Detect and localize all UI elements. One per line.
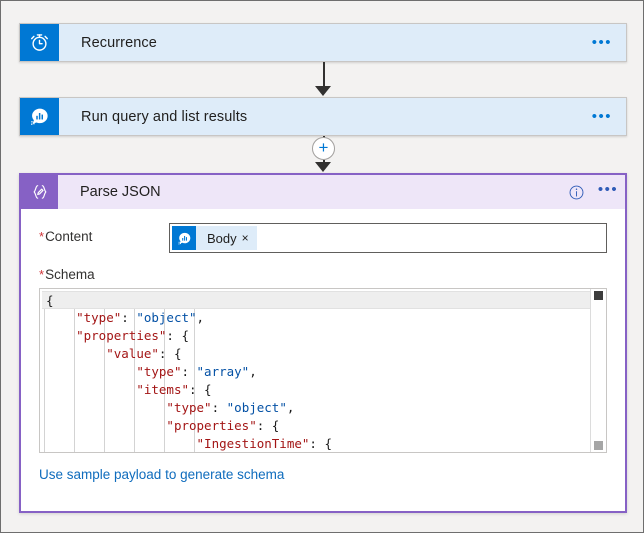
code-token: : { <box>158 346 182 361</box>
content-field-row: *Content <box>21 209 625 253</box>
code-token: , <box>196 310 205 325</box>
schema-code-editor[interactable]: { "type": "object", "properties": { "val… <box>39 288 607 453</box>
azure-monitor-logs-icon <box>20 98 59 135</box>
code-token: , <box>286 400 295 415</box>
code-token: "type" <box>76 310 122 325</box>
code-line: "IngestionTime": { <box>42 435 590 452</box>
code-line: "type": "array", <box>42 363 590 381</box>
code-token: "items" <box>136 382 189 397</box>
content-label-text: Content <box>45 229 93 244</box>
indent-guide <box>134 307 136 452</box>
parse-json-card[interactable]: Parse JSON ••• *Content <box>19 173 627 513</box>
parse-json-overflow-menu[interactable]: ••• <box>597 180 619 198</box>
code-token: "type" <box>136 364 182 379</box>
connector-arrow-1 <box>315 86 331 96</box>
connector-arrow-2 <box>315 162 331 172</box>
parse-json-header[interactable]: Parse JSON ••• <box>21 175 625 209</box>
schema-field-label: *Schema <box>21 253 625 282</box>
code-token: : <box>211 400 227 415</box>
code-line: "value": { <box>42 345 590 363</box>
required-asterisk: * <box>39 267 45 282</box>
code-token: : { <box>166 328 189 343</box>
code-token: , <box>249 364 257 379</box>
content-input[interactable]: Body × <box>169 223 607 253</box>
code-line: "properties": { <box>42 417 590 435</box>
code-token: "object" <box>136 310 197 325</box>
body-token-label: Body <box>207 230 237 246</box>
code-token: "value" <box>106 346 159 361</box>
code-token: "IngestionTime" <box>196 436 310 451</box>
flow-step-recurrence[interactable]: Recurrence ••• <box>19 23 627 62</box>
close-icon[interactable]: × <box>241 231 249 245</box>
code-token: : <box>121 310 137 325</box>
alarm-clock-icon <box>20 24 59 61</box>
flow-step-run-query[interactable]: Run query and list results ••• <box>19 97 627 136</box>
code-line: "type": "object", <box>42 399 590 417</box>
body-token-chip[interactable]: Body × <box>172 226 257 250</box>
code-token: "properties" <box>76 328 167 343</box>
scroll-up-arrow-icon[interactable] <box>594 291 603 300</box>
info-icon[interactable] <box>561 175 591 209</box>
code-token: "properties" <box>166 418 257 433</box>
code-line: "properties": { <box>42 327 590 345</box>
code-line: "type": "object", <box>42 309 590 327</box>
code-token: : { <box>309 436 332 451</box>
flow-step-title: Recurrence <box>81 34 157 51</box>
schema-label-text: Schema <box>45 267 95 282</box>
schema-code-content[interactable]: { "type": "object", "properties": { "val… <box>40 289 590 452</box>
code-token: { <box>46 293 54 308</box>
code-token: : <box>181 364 197 379</box>
required-asterisk: * <box>39 229 45 244</box>
indent-guide <box>74 307 76 452</box>
scroll-down-arrow-icon[interactable] <box>594 441 603 450</box>
indent-guide <box>104 307 106 452</box>
azure-monitor-logs-icon <box>172 226 196 250</box>
parse-json-body: *Content <box>21 209 625 484</box>
flow-step-overflow-menu[interactable]: ••• <box>591 34 612 51</box>
indent-guide <box>44 307 45 452</box>
flow-step-overflow-menu[interactable]: ••• <box>591 108 612 125</box>
add-step-button[interactable]: + <box>312 137 335 160</box>
code-token: : { <box>256 418 280 433</box>
parse-json-braces-icon <box>21 175 58 209</box>
code-token: "array" <box>196 364 250 379</box>
code-line: "items": { <box>42 381 590 399</box>
parse-json-title: Parse JSON <box>80 184 161 200</box>
use-sample-payload-link[interactable]: Use sample payload to generate schema <box>39 467 285 482</box>
code-line: { <box>42 291 590 309</box>
indent-guide <box>164 307 166 452</box>
editor-vertical-scrollbar[interactable] <box>590 289 606 452</box>
content-field-label: *Content <box>39 223 169 244</box>
indent-guide <box>194 307 196 452</box>
code-token: "object" <box>226 400 287 415</box>
connector-line-1 <box>323 62 325 90</box>
code-token: : { <box>189 382 212 397</box>
code-token: "type" <box>166 400 212 415</box>
flow-step-title: Run query and list results <box>81 108 248 125</box>
